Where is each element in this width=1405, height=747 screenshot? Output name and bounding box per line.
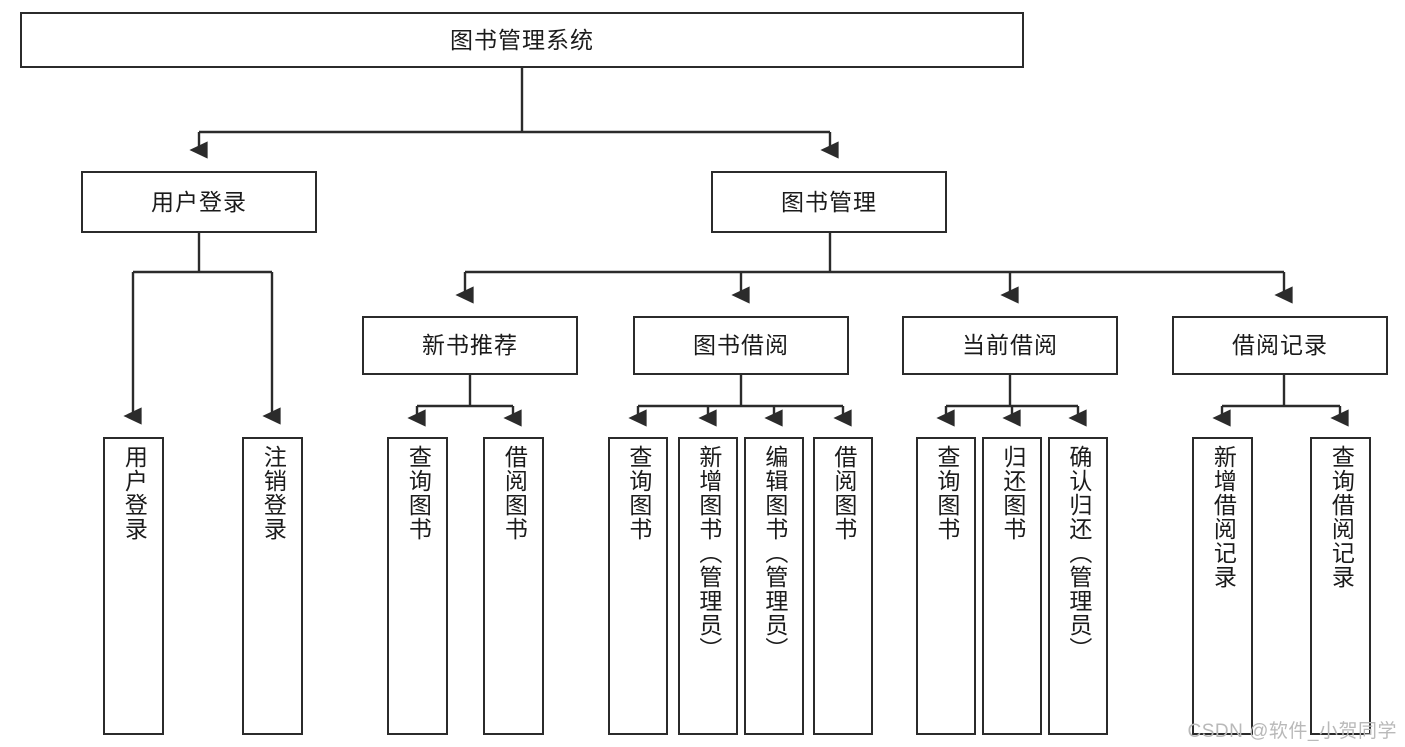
node-leaf-query-book-nbr[interactable]: 查询图书 bbox=[387, 437, 448, 735]
node-leaf-user-logout[interactable]: 注销登录 bbox=[242, 437, 303, 735]
node-root[interactable]: 图书管理系统 bbox=[20, 12, 1024, 68]
node-leaf-user-login[interactable]: 用户登录 bbox=[103, 437, 164, 735]
node-leaf-query-book-cb[interactable]: 查询图书 bbox=[916, 437, 976, 735]
node-current-borrow[interactable]: 当前借阅 bbox=[902, 316, 1118, 375]
node-book-management[interactable]: 图书管理 bbox=[711, 171, 947, 233]
node-leaf-return-book-label: 归还图书 bbox=[999, 445, 1026, 541]
node-leaf-borrow-book-nbr[interactable]: 借阅图书 bbox=[483, 437, 544, 735]
node-leaf-borrow-book-bb[interactable]: 借阅图书 bbox=[813, 437, 873, 735]
node-leaf-borrow-book-nbr-label: 借阅图书 bbox=[501, 445, 528, 541]
node-leaf-confirm-return-admin[interactable]: 确认归还（管理员） bbox=[1048, 437, 1108, 735]
node-leaf-add-borrow-record[interactable]: 新增借阅记录 bbox=[1192, 437, 1253, 735]
node-leaf-query-book-bb[interactable]: 查询图书 bbox=[608, 437, 668, 735]
node-user-login[interactable]: 用户登录 bbox=[81, 171, 317, 233]
node-leaf-user-logout-label: 注销登录 bbox=[260, 445, 287, 541]
node-leaf-add-book-admin-label: 新增图书（管理员） bbox=[695, 445, 722, 661]
node-leaf-borrow-book-bb-label: 借阅图书 bbox=[830, 445, 857, 541]
node-leaf-return-book[interactable]: 归还图书 bbox=[982, 437, 1042, 735]
node-leaf-add-borrow-record-label: 新增借阅记录 bbox=[1210, 445, 1237, 589]
node-new-book-recommend[interactable]: 新书推荐 bbox=[362, 316, 578, 375]
node-borrow-record-label: 借阅记录 bbox=[1232, 332, 1328, 358]
node-root-label: 图书管理系统 bbox=[450, 26, 594, 53]
node-leaf-edit-book-admin-label: 编辑图书（管理员） bbox=[761, 445, 788, 661]
csdn-watermark: CSDN @软件_小贺同学 bbox=[1187, 721, 1397, 742]
node-leaf-user-login-label: 用户登录 bbox=[121, 445, 148, 541]
node-new-book-recommend-label: 新书推荐 bbox=[422, 332, 518, 358]
node-book-borrow-label: 图书借阅 bbox=[693, 332, 789, 358]
node-leaf-confirm-return-admin-label: 确认归还（管理员） bbox=[1065, 445, 1092, 661]
node-leaf-add-book-admin[interactable]: 新增图书（管理员） bbox=[678, 437, 738, 735]
node-leaf-edit-book-admin[interactable]: 编辑图书（管理员） bbox=[744, 437, 804, 735]
node-borrow-record[interactable]: 借阅记录 bbox=[1172, 316, 1388, 375]
node-leaf-query-book-cb-label: 查询图书 bbox=[933, 445, 960, 541]
node-book-management-label: 图书管理 bbox=[781, 188, 877, 215]
node-user-login-label: 用户登录 bbox=[151, 188, 247, 215]
node-leaf-query-borrow-record-label: 查询借阅记录 bbox=[1328, 445, 1355, 589]
node-leaf-query-book-bb-label: 查询图书 bbox=[625, 445, 652, 541]
node-book-borrow[interactable]: 图书借阅 bbox=[633, 316, 849, 375]
node-leaf-query-book-nbr-label: 查询图书 bbox=[405, 445, 432, 541]
node-current-borrow-label: 当前借阅 bbox=[962, 332, 1058, 358]
node-leaf-query-borrow-record[interactable]: 查询借阅记录 bbox=[1310, 437, 1371, 735]
